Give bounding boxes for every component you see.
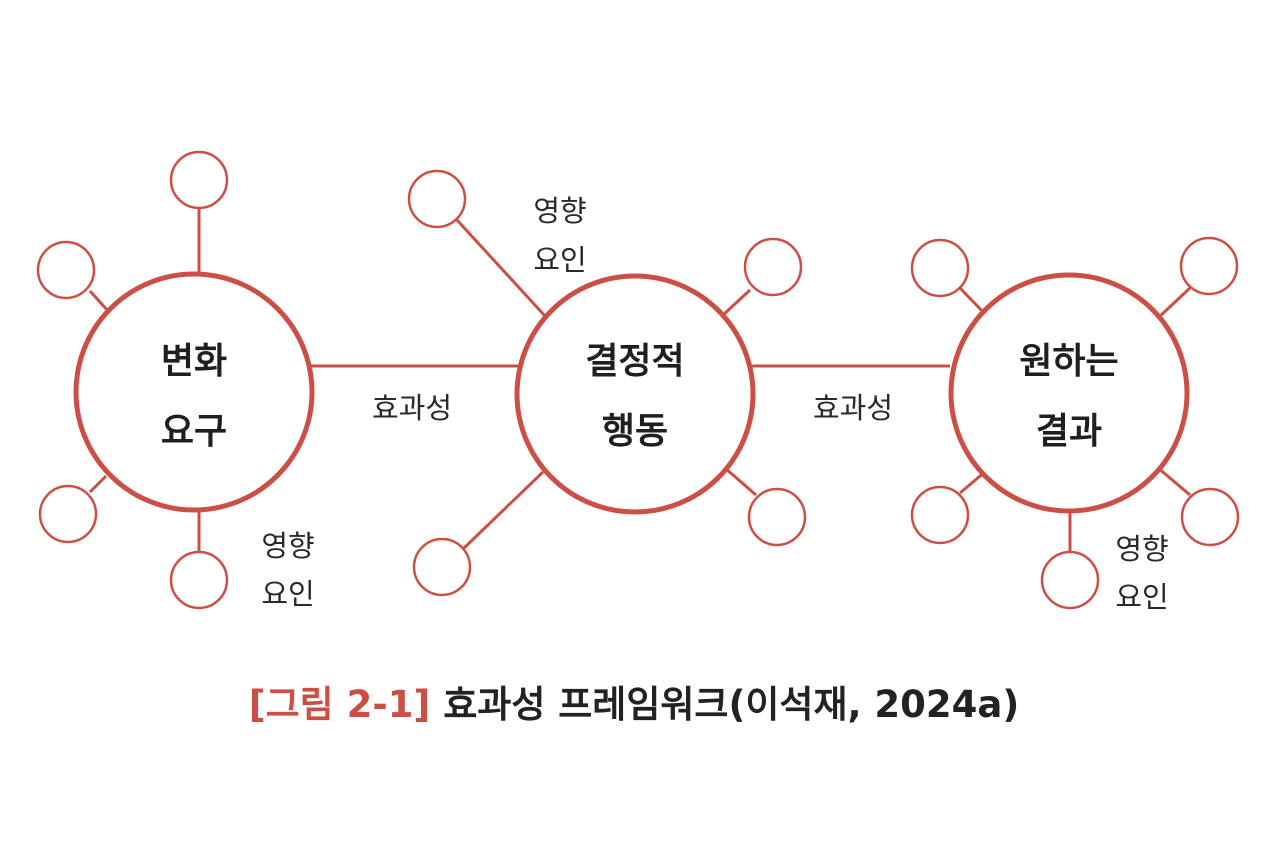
hub-label: 요구 (161, 411, 227, 452)
influence-label: 요인 (533, 243, 586, 277)
influence-node (169, 550, 229, 610)
influence-node (412, 537, 472, 597)
hub-label: 결과 (1036, 411, 1102, 452)
figure-caption: [그림 2-1] 효과성 프레임워크(이석재, 2024a) (0, 674, 1268, 728)
influence-label: 요인 (261, 577, 314, 611)
influence-label: 영향 (261, 529, 314, 563)
influence-node (1179, 236, 1239, 296)
hub-label: 행동 (602, 411, 668, 452)
influence-node (38, 484, 98, 544)
influence-label: 영향 (533, 194, 586, 228)
spoke (455, 218, 547, 318)
influence-node (747, 487, 807, 547)
hub-label: 변화 (161, 341, 227, 382)
influence-node (169, 150, 229, 210)
link-label: 효과성 (372, 391, 452, 425)
spoke (724, 466, 757, 497)
influence-node (910, 485, 970, 545)
hub-desired-result (948, 272, 1190, 514)
spoke (1156, 286, 1192, 320)
spoke (88, 289, 111, 314)
hub-label: 원하는 (1019, 341, 1118, 382)
influence-node (1040, 550, 1100, 610)
link-label: 효과성 (813, 391, 893, 425)
figure-title: 효과성 프레임워크(이석재, 2024a) (443, 683, 1020, 726)
influence-node (743, 237, 803, 297)
figure-number: [그림 2-1] (248, 683, 431, 726)
influence-node (1180, 487, 1240, 547)
influence-node (910, 238, 970, 298)
hub-label: 결정적 (585, 341, 684, 382)
spoke (721, 288, 752, 317)
influence-node (36, 240, 96, 300)
influence-label: 요인 (1115, 580, 1168, 614)
spoke (88, 474, 108, 494)
hub-change-demand (73, 271, 315, 513)
spoke (461, 470, 545, 551)
spoke (1156, 465, 1191, 497)
influence-node (407, 169, 467, 229)
influence-label: 영향 (1115, 532, 1168, 566)
hub-decisive-action (514, 273, 756, 515)
